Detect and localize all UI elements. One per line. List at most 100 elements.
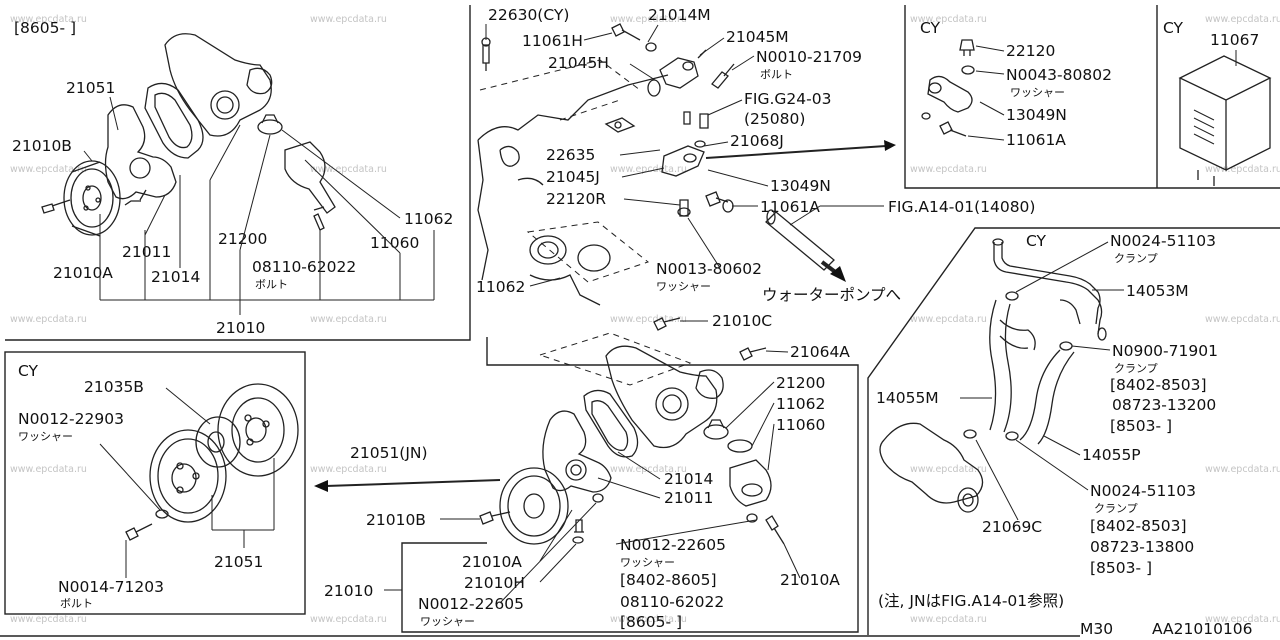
sensor-drawing <box>959 39 975 75</box>
date-range-8402-8503: [8402-8503] <box>1110 376 1207 394</box>
washer-drawing <box>592 493 758 523</box>
part-label-21051jn: 21051(JN) <box>350 444 428 462</box>
part-label-21010: 21010 <box>324 582 373 600</box>
part-label-21069c: 21069C <box>982 518 1042 536</box>
part-label-11062: 11062 <box>404 210 453 228</box>
part-label-22120r: 22120R <box>546 190 606 208</box>
watermark: www.epcdata.ru <box>610 464 687 475</box>
gasket-drawing <box>647 79 661 97</box>
part-label-n0014-71203: N0014-71203 <box>58 578 164 596</box>
top-left-panel-border <box>5 5 471 341</box>
gasket-drawing <box>583 389 639 458</box>
part-label-11062: 11062 <box>476 278 525 296</box>
part-label-11061a: 11061A <box>1006 131 1066 149</box>
watermark: www.epcdata.ru <box>610 314 687 325</box>
pulley-drawing <box>149 429 227 523</box>
part-label-21014: 21014 <box>151 268 200 286</box>
watermarks: www.epcdata.ru www.epcdata.ru www.epcdat… <box>10 14 1280 625</box>
watermark: www.epcdata.ru <box>1205 464 1280 475</box>
panel-title-cy: CY <box>1026 232 1047 250</box>
engine-block-drawing <box>477 59 669 281</box>
part-label-n0010-21709: N0010-21709 <box>756 48 862 66</box>
part-label-11062: 11062 <box>776 395 825 413</box>
part-label-08110-62022: 08110-62022 <box>252 258 356 276</box>
bolt-drawing <box>705 191 734 213</box>
part-label-21045j: 21045J <box>546 168 600 186</box>
part-label-washer: ワッシャー <box>620 556 675 569</box>
hose-drawing-14053m <box>992 238 1103 335</box>
outlet-housing-drawing <box>879 422 984 513</box>
panel-bottom-center: 21010C 21064A 21200 11062 11060 21051(JN… <box>314 312 850 631</box>
part-label-21010c: 21010C <box>712 312 772 330</box>
part-label-bolt: ボルト <box>255 278 288 291</box>
leader-lines <box>967 45 1005 141</box>
part-label-washer: ワッシャー <box>18 430 73 443</box>
panel-title-cy: CY <box>18 362 39 380</box>
watermark: www.epcdata.ru <box>910 614 987 625</box>
part-label-21010a: 21010A <box>780 571 840 589</box>
date-range-label: [8605- ] <box>14 19 76 37</box>
hose-drawing-14055m <box>989 299 1036 433</box>
thermostat-drawing <box>703 419 729 440</box>
bolt-drawing <box>479 511 511 525</box>
part-label-11060: 11060 <box>370 234 419 252</box>
part-label-washer: ワッシャー <box>420 615 475 628</box>
part-label-11061a: 11061A <box>760 198 820 216</box>
leader-lines <box>83 96 435 315</box>
part-label-21010: 21010 <box>216 319 265 337</box>
date-range-8402-8503: [8402-8503] <box>1090 517 1187 535</box>
ref-label-fig-a14-01-14080: FIG.A14-01(14080) <box>888 198 1035 216</box>
panel-bottom-left: CY 21035B N0012-22903 ワッシャー 21051 N0014-… <box>18 362 299 610</box>
part-label-clamp: クランプ <box>1114 362 1158 375</box>
part-label-n0900-71901: N0900-71901 <box>1112 342 1218 360</box>
housing-drawing <box>605 345 724 449</box>
water-pump-drawing <box>104 104 177 206</box>
part-label-21068j: 21068J <box>730 132 784 150</box>
watermark: www.epcdata.ru <box>310 14 387 25</box>
part-label-13049n: 13049N <box>770 177 831 195</box>
arrow-to-cy-sensor <box>705 140 896 159</box>
model-code: M30 <box>1080 620 1113 638</box>
bolt-drawing <box>921 112 967 137</box>
dashed-guides <box>538 332 692 386</box>
pulley-drawing <box>217 383 299 477</box>
water-pump-drawing <box>542 410 612 493</box>
top-right-panel-border <box>904 5 1280 189</box>
bolt-drawing <box>765 515 785 545</box>
part-label-21035b: 21035B <box>84 378 144 396</box>
watermark: www.epcdata.ru <box>910 314 987 325</box>
watermark: www.epcdata.ru <box>10 464 87 475</box>
arrow-to-water-pump <box>820 260 846 282</box>
watermark: www.epcdata.ru <box>610 14 687 25</box>
watermark: www.epcdata.ru <box>610 164 687 175</box>
part-label-21010b: 21010B <box>12 137 72 155</box>
leader-lines <box>960 241 1124 521</box>
part-label-21010a: 21010A <box>53 264 113 282</box>
leader-lines <box>99 387 275 578</box>
ref-label-fig-g24-03: FIG.G24-03 <box>744 90 831 108</box>
part-label-21014: 21014 <box>664 470 713 488</box>
part-label-21011: 21011 <box>664 489 713 507</box>
part-label-washer: ワッシャー <box>656 280 711 293</box>
part-label-21051: 21051 <box>66 79 115 97</box>
part-label-21010a: 21010A <box>462 553 522 571</box>
watermark: www.epcdata.ru <box>10 314 87 325</box>
pulley-drawing <box>499 467 569 545</box>
part-label-11067: 11067 <box>1210 31 1259 49</box>
bolt-drawing <box>611 23 641 41</box>
part-label-clamp: クランプ <box>1094 502 1138 515</box>
watermark: www.epcdata.ru <box>1205 164 1280 175</box>
panel-bottom-right: CY N0024-51103 クランプ 14053M N0900-71901 ク… <box>876 232 1218 577</box>
relay-unit-drawing <box>1178 55 1272 186</box>
washer-drawing <box>645 42 657 52</box>
panel-top-right-b: CY 11067 <box>1163 19 1272 186</box>
gasket-drawing <box>727 439 753 453</box>
watermark: www.epcdata.ru <box>310 464 387 475</box>
watermark: www.epcdata.ru <box>310 314 387 325</box>
part-label-21010h: 21010H <box>464 574 525 592</box>
part-label-08110-62022: 08110-62022 <box>620 593 724 611</box>
bolt-drawing <box>125 523 153 541</box>
panel-top-right-a: CY 22120 N0043-80802 ワッシャー 13049N 11061A <box>920 19 1112 149</box>
watermark: www.epcdata.ru <box>10 14 87 25</box>
